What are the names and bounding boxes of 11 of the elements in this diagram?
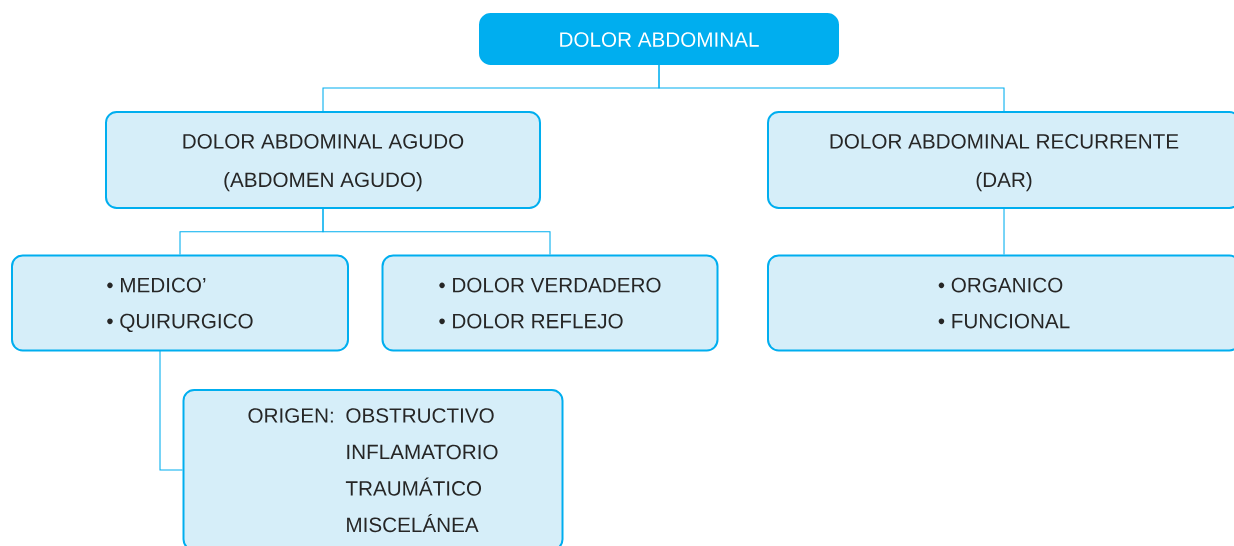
category-box: ORIGEN: OBSTRUCTIVO INFLAMATORIO TRAUMÁTICO MISCELÁNEA: [182, 389, 564, 546]
category-box: • ORGANICO • FUNCIONAL: [767, 254, 1234, 352]
connector-line: [322, 208, 551, 256]
connector-line: [159, 349, 184, 471]
category-box: DOLOR ABDOMINAL AGUDO (ABDOMEN AGUDO): [105, 111, 541, 209]
connector-line: [1003, 208, 1005, 256]
category-box: • DOLOR VERDADERO • DOLOR REFLEJO: [381, 254, 719, 352]
category-box: • MEDICO’ • QUIRURGICO: [11, 254, 349, 352]
connector-line: [658, 64, 1005, 112]
title-box: DOLOR ABDOMINAL: [479, 13, 839, 65]
category-box: DOLOR ABDOMINAL RECURRENTE (DAR): [767, 111, 1234, 209]
